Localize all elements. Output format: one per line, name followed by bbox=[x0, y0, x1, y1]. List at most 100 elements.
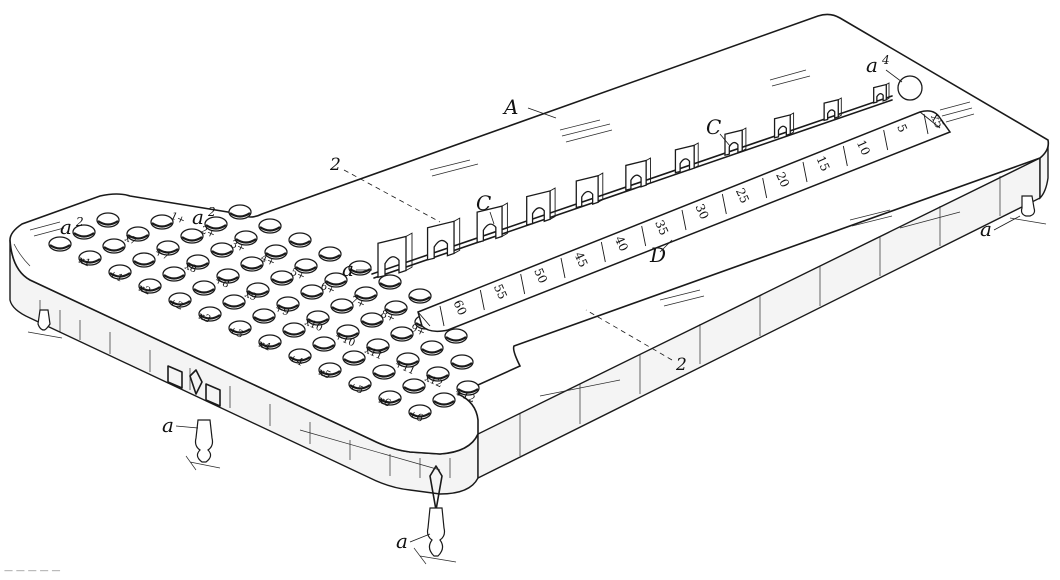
hole-shadow bbox=[313, 344, 335, 350]
scale-number: 10 bbox=[854, 138, 873, 158]
hole-shadow bbox=[211, 250, 233, 256]
hole-number: 2+ bbox=[199, 225, 217, 241]
clip-side bbox=[501, 202, 508, 237]
hole-shadow bbox=[361, 320, 383, 326]
hole-shadow bbox=[241, 264, 263, 270]
scale-division bbox=[600, 241, 606, 263]
scale-number: 20 bbox=[773, 170, 792, 190]
leg-front-right bbox=[413, 507, 457, 565]
slide-clip bbox=[674, 144, 695, 174]
scale-number: 60 bbox=[451, 298, 470, 318]
hole-shadow bbox=[205, 224, 227, 230]
slide-clip bbox=[426, 220, 455, 261]
rod-end-knob bbox=[897, 75, 923, 101]
hole-shadow bbox=[289, 240, 311, 246]
hole-shadow bbox=[289, 356, 311, 362]
label-C-lower: C bbox=[476, 191, 491, 215]
hole-shadow bbox=[337, 332, 359, 338]
front-ornaments bbox=[167, 365, 443, 511]
clip-side bbox=[405, 232, 413, 271]
scale-end-mark: x5 bbox=[928, 111, 947, 130]
hole-number: 8+ bbox=[379, 309, 397, 325]
hole-number: x8 bbox=[183, 261, 198, 276]
hole-number: +7 bbox=[153, 247, 171, 263]
label-C-upper: C bbox=[706, 115, 721, 139]
hole-shadow bbox=[127, 234, 149, 240]
hole-shadow bbox=[259, 226, 281, 232]
clip-side bbox=[645, 157, 651, 186]
scale-division bbox=[842, 145, 848, 167]
hole-shadow bbox=[307, 318, 329, 324]
hole-shadow bbox=[247, 290, 269, 296]
hole-shadow bbox=[319, 254, 341, 260]
slide-clip bbox=[476, 205, 503, 244]
label-a2-left: a bbox=[60, 215, 72, 239]
hole-shadow bbox=[397, 360, 419, 366]
hole-shadow bbox=[97, 220, 119, 226]
svg-text:4: 4 bbox=[881, 53, 890, 67]
hole-shadow bbox=[235, 238, 257, 244]
hole-shadow bbox=[295, 266, 317, 272]
hole-shadow bbox=[325, 280, 347, 286]
hole-number: x2 bbox=[137, 283, 152, 298]
svg-text:2: 2 bbox=[207, 205, 216, 219]
hole-shadow bbox=[445, 336, 467, 342]
label-a4: a bbox=[866, 53, 878, 77]
hole-shadow bbox=[319, 370, 341, 376]
footer-note: — — — — — bbox=[4, 566, 61, 576]
scale-number: 45 bbox=[572, 250, 591, 270]
slide-clip bbox=[377, 235, 407, 279]
slide-clip bbox=[526, 190, 551, 226]
hole-shadow bbox=[271, 278, 293, 284]
hole-shadow bbox=[109, 272, 131, 278]
hole-shadow bbox=[157, 248, 179, 254]
clip-side bbox=[453, 217, 461, 254]
hole-shadow bbox=[367, 346, 389, 352]
hole-number: +5 bbox=[347, 381, 365, 397]
scale-division bbox=[520, 273, 526, 295]
hole-shadow bbox=[199, 314, 221, 320]
hole-shadow bbox=[187, 262, 209, 268]
hole-number: 5+ bbox=[289, 267, 307, 283]
hole-shadow bbox=[355, 294, 377, 300]
hole-shadow bbox=[343, 358, 365, 364]
hole-number: +3 bbox=[227, 325, 245, 341]
leg-back-left bbox=[27, 309, 63, 339]
scale-division bbox=[762, 177, 768, 199]
scale-number: 30 bbox=[693, 202, 712, 222]
hole-number: +4 bbox=[287, 353, 305, 369]
hole-number: x3 bbox=[197, 311, 212, 326]
hole-shadow bbox=[169, 300, 191, 306]
scale-number: 25 bbox=[733, 186, 752, 206]
clip-side bbox=[693, 142, 699, 169]
label-a-front-left: a bbox=[162, 413, 174, 437]
hole-shadow bbox=[457, 388, 479, 394]
clip-side bbox=[838, 97, 842, 118]
scale-number: 15 bbox=[814, 154, 833, 174]
scale-division bbox=[439, 305, 445, 327]
hole-shadow bbox=[433, 400, 455, 406]
scale-division bbox=[641, 225, 647, 247]
hole-shadow bbox=[265, 252, 287, 258]
hole-number: +2 bbox=[167, 297, 185, 313]
hole-shadow bbox=[229, 328, 251, 334]
label-a-front-right: a bbox=[396, 529, 408, 553]
hole-shadow bbox=[133, 260, 155, 266]
hole-shadow bbox=[217, 276, 239, 282]
scale-number: 50 bbox=[531, 266, 550, 286]
scale-division bbox=[883, 129, 889, 151]
hole-shadow bbox=[79, 258, 101, 264]
clip-side bbox=[741, 127, 747, 152]
scale-division bbox=[681, 209, 687, 231]
hole-shadow bbox=[151, 222, 173, 228]
clip-side bbox=[790, 112, 795, 135]
hole-number: x1 bbox=[77, 255, 92, 270]
label-a2-right: a bbox=[192, 205, 204, 229]
hole-number: +8 bbox=[213, 275, 231, 291]
label-section-upper: 2 bbox=[329, 155, 341, 175]
clip-side bbox=[597, 172, 604, 203]
hole-shadow bbox=[373, 372, 395, 378]
hole-shadow bbox=[409, 296, 431, 302]
scale-division bbox=[802, 161, 808, 183]
